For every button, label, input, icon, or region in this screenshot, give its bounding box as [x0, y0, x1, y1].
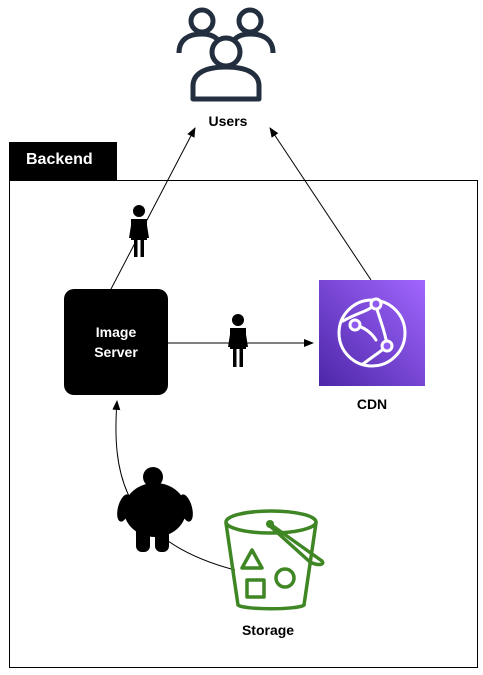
- backend-group-frame: [9, 180, 478, 668]
- cloudfront-icon: [337, 297, 407, 368]
- thin-person-icon: [129, 205, 149, 257]
- cdn-node[interactable]: [319, 280, 425, 386]
- users-group-icon: [176, 7, 276, 102]
- edge-imageserver-users: [110, 127, 196, 290]
- cdn-label: CDN: [356, 396, 388, 412]
- storage-label: Storage: [241, 622, 295, 638]
- image-server-node[interactable]: Image Server: [64, 289, 168, 395]
- users-label: Users: [208, 113, 248, 129]
- thin-person-icon: [228, 314, 248, 367]
- image-server-label-line1: Image: [95, 324, 137, 340]
- fat-person-icon: [117, 467, 193, 552]
- s3-bucket-icon[interactable]: [222, 506, 326, 612]
- edge-cdn-users: [269, 127, 372, 281]
- edge-storage-imageserver: [112, 400, 236, 571]
- backend-group-label: Backend: [9, 142, 117, 180]
- image-server-label-line2: Server: [94, 344, 138, 360]
